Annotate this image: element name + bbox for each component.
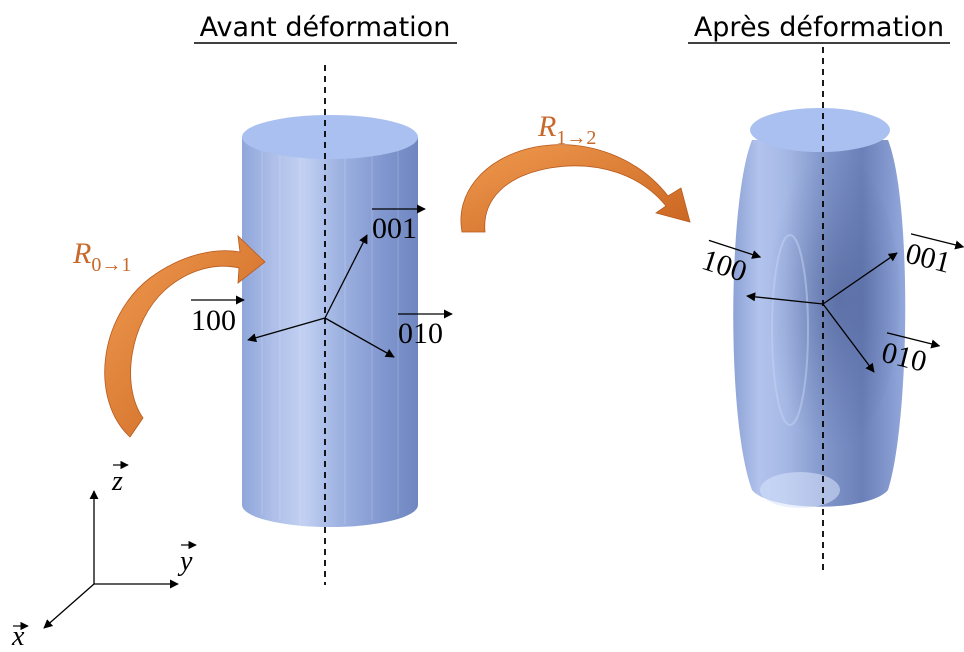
cylinder-after [733,108,906,508]
dir-010-after-arrow [822,303,875,373]
dir-001-after-arrow [822,252,898,305]
frame-z-label: z [111,466,123,497]
reference-frame: z y x [11,460,197,652]
dir-001-before-arrow [324,234,368,319]
cylinder-after-top [750,108,890,152]
dir-010-before-arrow [324,317,395,358]
rotation-arrow-r01 [104,234,266,438]
frame-y-label: y [177,546,193,577]
rotation-label-r12: R1→2 [537,110,596,149]
directions-after: 001 100 010 [698,233,964,379]
cylinder-before-top [242,115,418,159]
frame-x-axis [43,583,95,629]
rotation-arrow-r12 [460,144,691,233]
cylinder-before [242,115,418,527]
dir-100-after-arrow [746,292,824,305]
dir-100-before-label: 100 [191,304,236,337]
title-before: Avant déformation [200,12,451,43]
dir-001-before-label: 001 [372,212,417,245]
dir-100-before-arrow [247,317,326,343]
directions-before: 001 100 010 [191,204,453,358]
title-after: Après déformation [694,12,944,43]
rotation-label-r01: R0→1 [72,237,131,276]
dir-010-before-label: 010 [398,317,443,350]
